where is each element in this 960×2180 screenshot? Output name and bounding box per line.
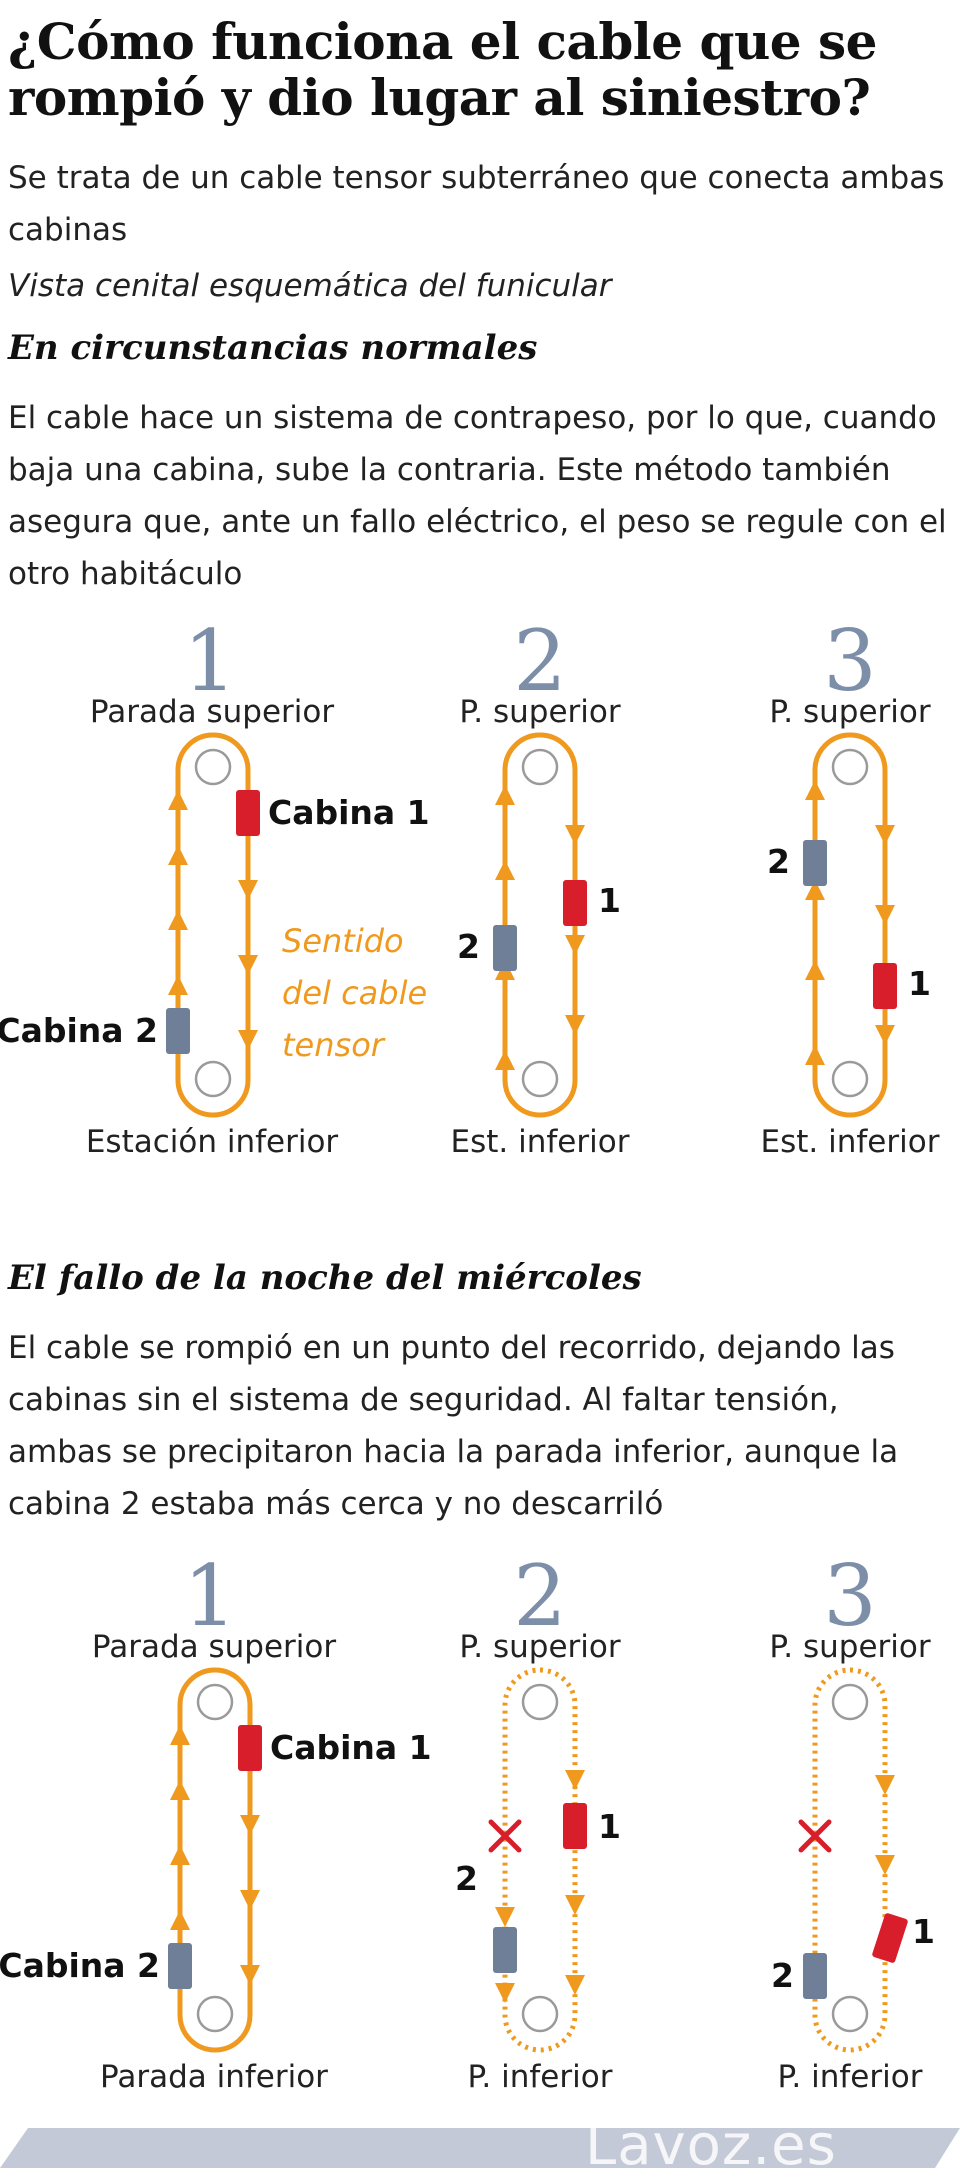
cabin-2 <box>493 925 517 971</box>
top-station-label: P. superior <box>769 1629 930 1665</box>
panel-number: 2 <box>513 1547 566 1645</box>
cabin-1 <box>563 1803 587 1849</box>
bottom-station-label: P. inferior <box>468 2059 613 2095</box>
cabin-1-label: Cabina 1 <box>270 1728 432 1767</box>
direction-label-1: Sentido <box>282 922 404 960</box>
panel-normal-2: 2 P. superior 1 2 Est. inferior <box>451 612 630 1160</box>
bottom-station-label: Est. inferior <box>761 1124 940 1160</box>
panel-number: 1 <box>183 612 236 710</box>
break-mark-icon <box>488 1819 522 1853</box>
panel-failure-2: 2 P. superior 1 2 P. inferior <box>455 1547 621 2095</box>
cabin-2-label: 2 <box>767 842 790 881</box>
bottom-station-label: P. inferior <box>778 2059 923 2095</box>
top-pulley <box>521 748 559 786</box>
cabin-2 <box>168 1943 192 1989</box>
section-heading-failure: El fallo de la noche del miércoles <box>8 1258 642 1298</box>
panel-normal-3: 3 P. superior 1 2 Est. inferior <box>761 612 940 1160</box>
caption: Vista cenital esquemática del funicular <box>8 268 612 304</box>
top-pulley <box>194 748 232 786</box>
top-station-label: Parada superior <box>92 1629 336 1665</box>
bottom-pulley <box>831 1060 869 1098</box>
brand-logo: Lavoz.es <box>585 2113 837 2178</box>
cabin-2-label: Cabina 2 <box>0 1011 158 1050</box>
top-pulley <box>196 1683 234 1721</box>
section-text-normal: El cable hace un sistema de contrapeso, … <box>8 400 947 592</box>
section-heading-normal: En circunstancias normales <box>8 328 538 368</box>
cabin-1 <box>872 1913 908 1963</box>
cable-loop <box>812 732 888 1118</box>
panel-failure-1: 1 Parada superior Cabina 1 Cabina 2 Para… <box>0 1547 432 2095</box>
broken-cable-loop <box>502 1667 578 2053</box>
cabin-1 <box>873 963 897 1009</box>
bottom-pulley <box>194 1060 232 1098</box>
top-station-label: Parada superior <box>90 694 334 730</box>
cabin-1-label: 1 <box>908 964 931 1003</box>
bottom-station-label: Estación inferior <box>86 1124 339 1160</box>
cabin-1-label: Cabina 1 <box>268 793 430 832</box>
top-pulley <box>831 1683 869 1721</box>
direction-arrows <box>170 1725 260 1985</box>
cabin-2-label: 2 <box>457 927 480 966</box>
panel-failure-3: 3 P. superior 1 2 P. inferior <box>769 1547 935 2095</box>
cabin-2 <box>493 1927 517 1973</box>
cabin-1 <box>563 880 587 926</box>
fall-arrows <box>875 1775 895 1875</box>
panel-number: 3 <box>823 1547 876 1645</box>
cabin-2-label: 2 <box>771 1956 794 1995</box>
top-station-label: P. superior <box>769 694 930 730</box>
cabin-1 <box>238 1725 262 1771</box>
direction-arrows <box>495 785 585 1070</box>
fall-arrows <box>495 1770 585 2003</box>
diagram-normal: 1 Parada superior Cabina 1 Cabina 2 Sent… <box>0 612 940 1160</box>
cabin-2-label: Cabina 2 <box>0 1946 160 1985</box>
subtitle: Se trata de un cable tensor subterráneo … <box>8 160 945 248</box>
panel-number: 1 <box>183 1547 236 1645</box>
bottom-pulley <box>521 1060 559 1098</box>
cabin-1-label: 1 <box>598 881 621 920</box>
cabin-1-label: 1 <box>598 1807 621 1846</box>
cabin-2 <box>166 1008 190 1054</box>
direction-arrows <box>805 780 895 1065</box>
panel-number: 3 <box>823 612 876 710</box>
bottom-pulley <box>831 1995 869 2033</box>
break-mark-icon <box>798 1819 832 1853</box>
cabin-2 <box>803 1953 827 1999</box>
top-pulley <box>521 1683 559 1721</box>
bottom-station-label: Parada inferior <box>100 2059 328 2095</box>
direction-label-2: del cable <box>282 974 427 1012</box>
panel-normal-1: 1 Parada superior Cabina 1 Cabina 2 Sent… <box>0 612 430 1160</box>
top-station-label: P. superior <box>459 1629 620 1665</box>
cabin-1-label: 1 <box>912 1912 935 1951</box>
cabin-2 <box>803 840 827 886</box>
top-pulley <box>831 748 869 786</box>
cabin-2-label: 2 <box>455 1859 478 1898</box>
section-text-failure: El cable se rompió en un punto del recor… <box>8 1330 899 1522</box>
direction-label-3: tensor <box>282 1026 386 1064</box>
diagram-failure: 1 Parada superior Cabina 1 Cabina 2 Para… <box>0 1547 935 2095</box>
footer-bar <box>0 2128 960 2168</box>
panel-number: 2 <box>513 612 566 710</box>
page-title: ¿Cómo funciona el cable que se rompió y … <box>8 12 877 127</box>
bottom-station-label: Est. inferior <box>451 1124 630 1160</box>
cabin-1 <box>236 790 260 836</box>
bottom-pulley <box>521 1995 559 2033</box>
top-station-label: P. superior <box>459 694 620 730</box>
direction-arrows <box>168 790 258 1050</box>
bottom-pulley <box>196 1995 234 2033</box>
